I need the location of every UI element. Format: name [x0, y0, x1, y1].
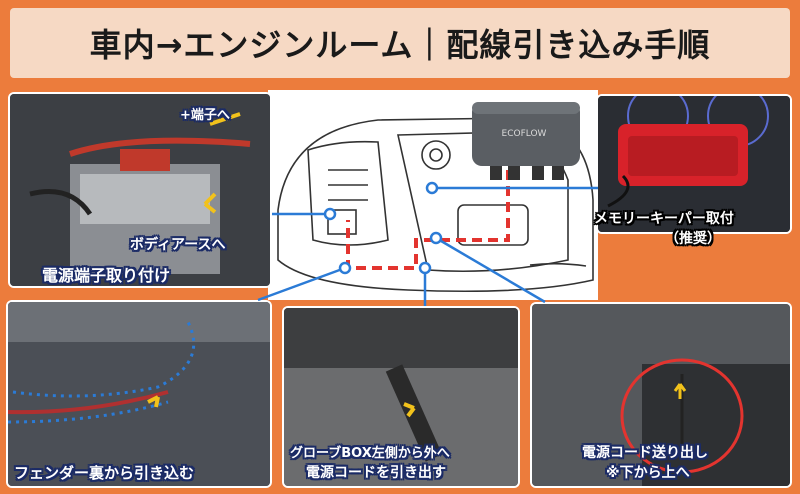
floor-label-1: 電源コード送り出し — [582, 445, 708, 461]
power-terminal-label: 電源端子取り付け — [42, 266, 171, 285]
page-title: 車内→エンジンルーム｜配線引き込み手順 — [89, 26, 711, 64]
floor-label-2: ※下から上へ — [606, 465, 690, 481]
glove-box-label-1: グローブBOX左側から外へ — [290, 446, 450, 461]
body-earth-label: ボディアースへ — [130, 237, 226, 253]
floor-photo: 電源コード送り出し ※下から上へ — [530, 302, 792, 488]
yellow-arrow-icon — [203, 192, 217, 214]
title-bar: 車内→エンジンルーム｜配線引き込み手順 — [10, 8, 790, 78]
memory-keeper-label: メモリーキーパー取付 — [594, 211, 734, 227]
fender-photo: フェンダー裏から引き込む — [6, 300, 272, 488]
ecoflow-device-icon: ECOFLOW — [472, 102, 580, 180]
route-dashed-line — [346, 170, 510, 270]
yellow-arrow-icon — [147, 395, 160, 408]
glove-box-photo: グローブBOX左側から外へ 電源コードを引き出す — [282, 306, 520, 488]
glove-box-label-2: 電源コードを引き出す — [306, 465, 446, 481]
engine-room-photo: +端子へ ボディアースへ 電源端子取り付け — [8, 92, 272, 288]
ecoflow-brand: ECOFLOW — [502, 129, 547, 139]
yellow-arrow-icon — [403, 402, 416, 418]
yellow-arrow-icon — [209, 112, 241, 126]
memory-keeper-photo — [596, 94, 792, 234]
plus-terminal-label: +端子へ — [180, 108, 230, 123]
fender-label: フェンダー裏から引き込む — [14, 464, 195, 482]
memory-keeper-note: （推奨） — [665, 231, 721, 247]
yellow-arrow-icon — [673, 383, 687, 399]
battery-illustration — [10, 94, 270, 286]
